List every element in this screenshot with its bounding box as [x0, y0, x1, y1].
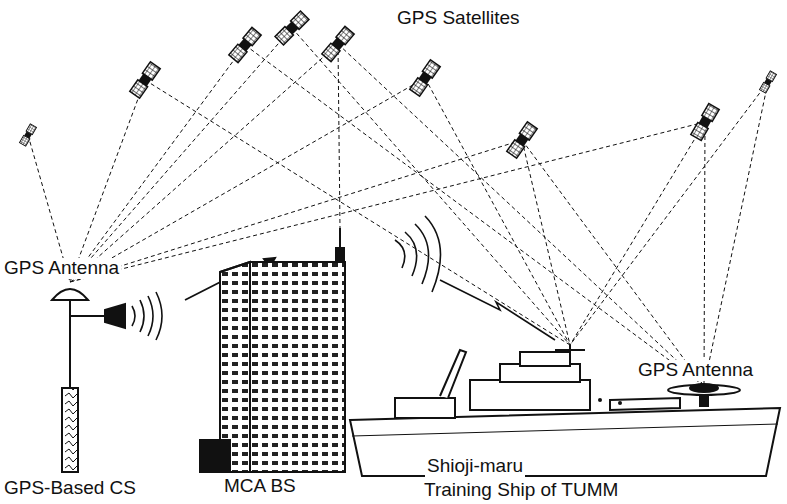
signal-path [522, 140, 704, 386]
signal-paths [28, 28, 768, 386]
signal-path [704, 122, 705, 386]
signal-path [70, 140, 522, 282]
antenna-label: GPS Antenna [636, 360, 755, 381]
ship-name-label: Shioji-maru [425, 456, 525, 477]
gps-satellite [691, 103, 719, 140]
signal-path [70, 80, 145, 282]
signal-path [70, 45, 245, 282]
signal-path [425, 78, 570, 345]
signal-path [145, 80, 570, 345]
satellites [19, 11, 776, 158]
signal-path [570, 122, 705, 345]
signal-path [338, 44, 340, 228]
signal-path [70, 78, 425, 282]
signal-path [70, 44, 338, 282]
gps-satellite [322, 26, 354, 61]
signal-path [70, 28, 292, 282]
gps-satellite [759, 71, 776, 93]
gps-satellite [275, 11, 309, 45]
gps-satellite [130, 62, 160, 98]
gps-satellite [19, 124, 36, 146]
antenna-label: GPS Antenna [2, 258, 121, 279]
signal-path [338, 44, 704, 386]
gps-satellite [229, 27, 261, 62]
signal-path [570, 82, 768, 345]
training-ship [350, 345, 780, 476]
satellites-label: GPS Satellites [395, 8, 522, 29]
building-label: MCA BS [222, 476, 298, 497]
gps-satellite [410, 60, 440, 96]
station-label: GPS-Based CS [2, 478, 138, 499]
signal-path [704, 82, 768, 386]
ship-description-label: Training Ship of TUMM [422, 480, 620, 501]
radio-waves [395, 216, 555, 340]
signal-path [70, 122, 705, 282]
signal-path [522, 140, 570, 345]
gps-satellite [507, 122, 537, 158]
mca-base-station-building [200, 228, 345, 472]
